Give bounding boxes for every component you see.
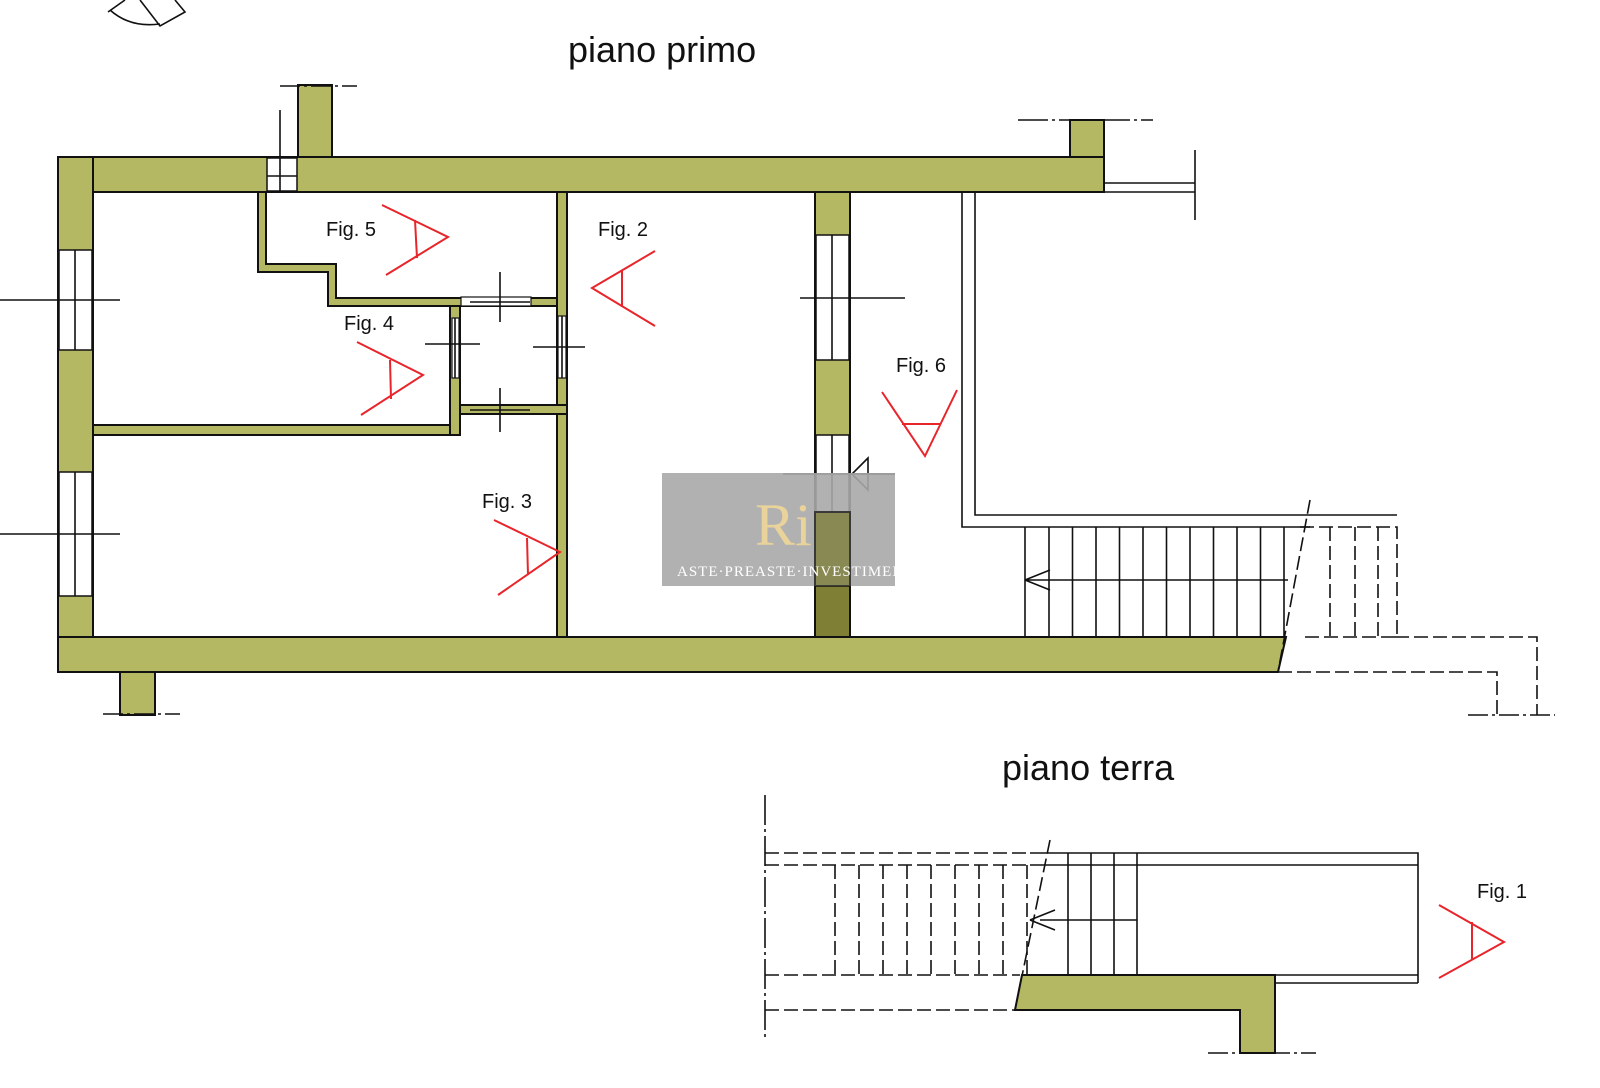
ground-floor-plan xyxy=(764,795,1419,1054)
view-marker-fig-2 xyxy=(590,250,656,327)
label-fig-6: Fig. 6 xyxy=(896,355,946,377)
first-floor-walls xyxy=(57,84,1288,716)
watermark-logo: Ri xyxy=(755,492,812,558)
watermark: Ri ASTE·PREASTE·INVESTIMENTI xyxy=(662,473,920,587)
title-piano-primo: piano primo xyxy=(568,29,756,70)
label-fig-3: Fig. 3 xyxy=(482,491,532,513)
door-fragment xyxy=(107,0,187,28)
label-fig-4: Fig. 4 xyxy=(344,313,394,335)
view-marker-fig-6 xyxy=(881,389,958,459)
label-fig-2: Fig. 2 xyxy=(598,219,648,241)
label-fig-5: Fig. 5 xyxy=(326,219,376,241)
title-piano-terra: piano terra xyxy=(1002,747,1175,788)
watermark-text: ASTE·PREASTE·INVESTIMENTI xyxy=(677,564,920,580)
view-marker-fig-3 xyxy=(493,519,562,596)
view-marker-fig-1 xyxy=(1438,904,1507,979)
first-floor-stair xyxy=(961,192,1555,716)
label-fig-1: Fig. 1 xyxy=(1477,881,1527,903)
view-marker-fig-5 xyxy=(381,204,451,276)
view-marker-fig-4 xyxy=(356,341,426,416)
